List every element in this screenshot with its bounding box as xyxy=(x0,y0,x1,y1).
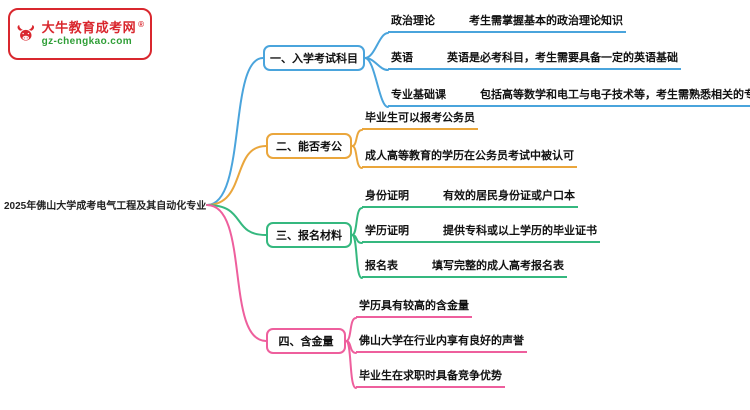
leaf-connector xyxy=(416,68,444,70)
leaf-desc: 毕业生可以报考公务员 xyxy=(362,111,478,130)
logo-text: 大牛教育成考网 ® gz-chengkao.com xyxy=(41,19,144,47)
logo-domain: gz-chengkao.com xyxy=(41,35,133,47)
leaf-row: 佛山大学在行业内享有良好的声誉 xyxy=(356,334,527,353)
leaf-row: 学历具有较高的含金量 xyxy=(356,299,472,318)
leaf-desc: 学历具有较高的含金量 xyxy=(356,299,472,318)
leaf-desc: 英语是必考科目，考生需要具备一定的英语基础 xyxy=(444,51,681,70)
leaf-row: 毕业生在求职时具备竞争优势 xyxy=(356,369,505,388)
leaf-label: 学历证明 xyxy=(362,224,412,243)
leaf-connector xyxy=(412,241,440,243)
leaf-label: 英语 xyxy=(388,51,416,70)
leaf-row: 身份证明 有效的居民身份证或户口本 xyxy=(362,189,578,208)
leaf-desc: 有效的居民身份证或户口本 xyxy=(440,189,578,208)
leaf-row: 英语 英语是必考科目，考生需要具备一定的英语基础 xyxy=(388,51,681,70)
leaf-label: 政治理论 xyxy=(388,14,438,33)
leaf-label: 专业基础课 xyxy=(388,88,449,107)
leaf-row: 专业基础课 包括高等数学和电工与电子技术等，考生需熟悉相关的专业知识 xyxy=(388,88,750,107)
leaf-connector xyxy=(438,31,466,33)
branch-node-civil-service: 二、能否考公 xyxy=(266,133,352,159)
leaf-connector xyxy=(449,105,477,107)
leaf-connector xyxy=(412,206,440,208)
leaf-connector xyxy=(401,276,429,278)
registered-mark-icon: ® xyxy=(138,19,144,29)
bull-icon xyxy=(17,25,35,41)
leaf-desc: 包括高等数学和电工与电子技术等，考生需熟悉相关的专业知识 xyxy=(477,88,750,107)
leaf-row: 学历证明 提供专科或以上学历的毕业证书 xyxy=(362,224,600,243)
leaf-label: 身份证明 xyxy=(362,189,412,208)
leaf-desc: 填写完整的成人高考报名表 xyxy=(429,259,567,278)
leaf-row: 政治理论 考生需掌握基本的政治理论知识 xyxy=(388,14,626,33)
leaf-label: 报名表 xyxy=(362,259,401,278)
logo-title: 大牛教育成考网 xyxy=(41,19,137,35)
leaf-desc: 毕业生在求职时具备竞争优势 xyxy=(356,369,505,388)
root-node: 2025年佛山大学成考电气工程及其自动化专业 xyxy=(4,201,207,212)
leaf-row: 成人高等教育的学历在公务员考试中被认可 xyxy=(362,149,577,168)
leaf-desc: 佛山大学在行业内享有良好的声誉 xyxy=(356,334,527,353)
branch-node-exam-subjects: 一、入学考试科目 xyxy=(263,45,365,71)
branch-node-value: 四、含金量 xyxy=(266,328,346,354)
leaf-desc: 考生需掌握基本的政治理论知识 xyxy=(466,14,626,33)
site-logo[interactable]: 大牛教育成考网 ® gz-chengkao.com xyxy=(8,8,152,60)
branch-node-application-materials: 三、报名材料 xyxy=(266,222,352,248)
leaf-row: 毕业生可以报考公务员 xyxy=(362,111,478,130)
leaf-desc: 成人高等教育的学历在公务员考试中被认可 xyxy=(362,149,577,168)
leaf-row: 报名表 填写完整的成人高考报名表 xyxy=(362,259,567,278)
leaf-desc: 提供专科或以上学历的毕业证书 xyxy=(440,224,600,243)
